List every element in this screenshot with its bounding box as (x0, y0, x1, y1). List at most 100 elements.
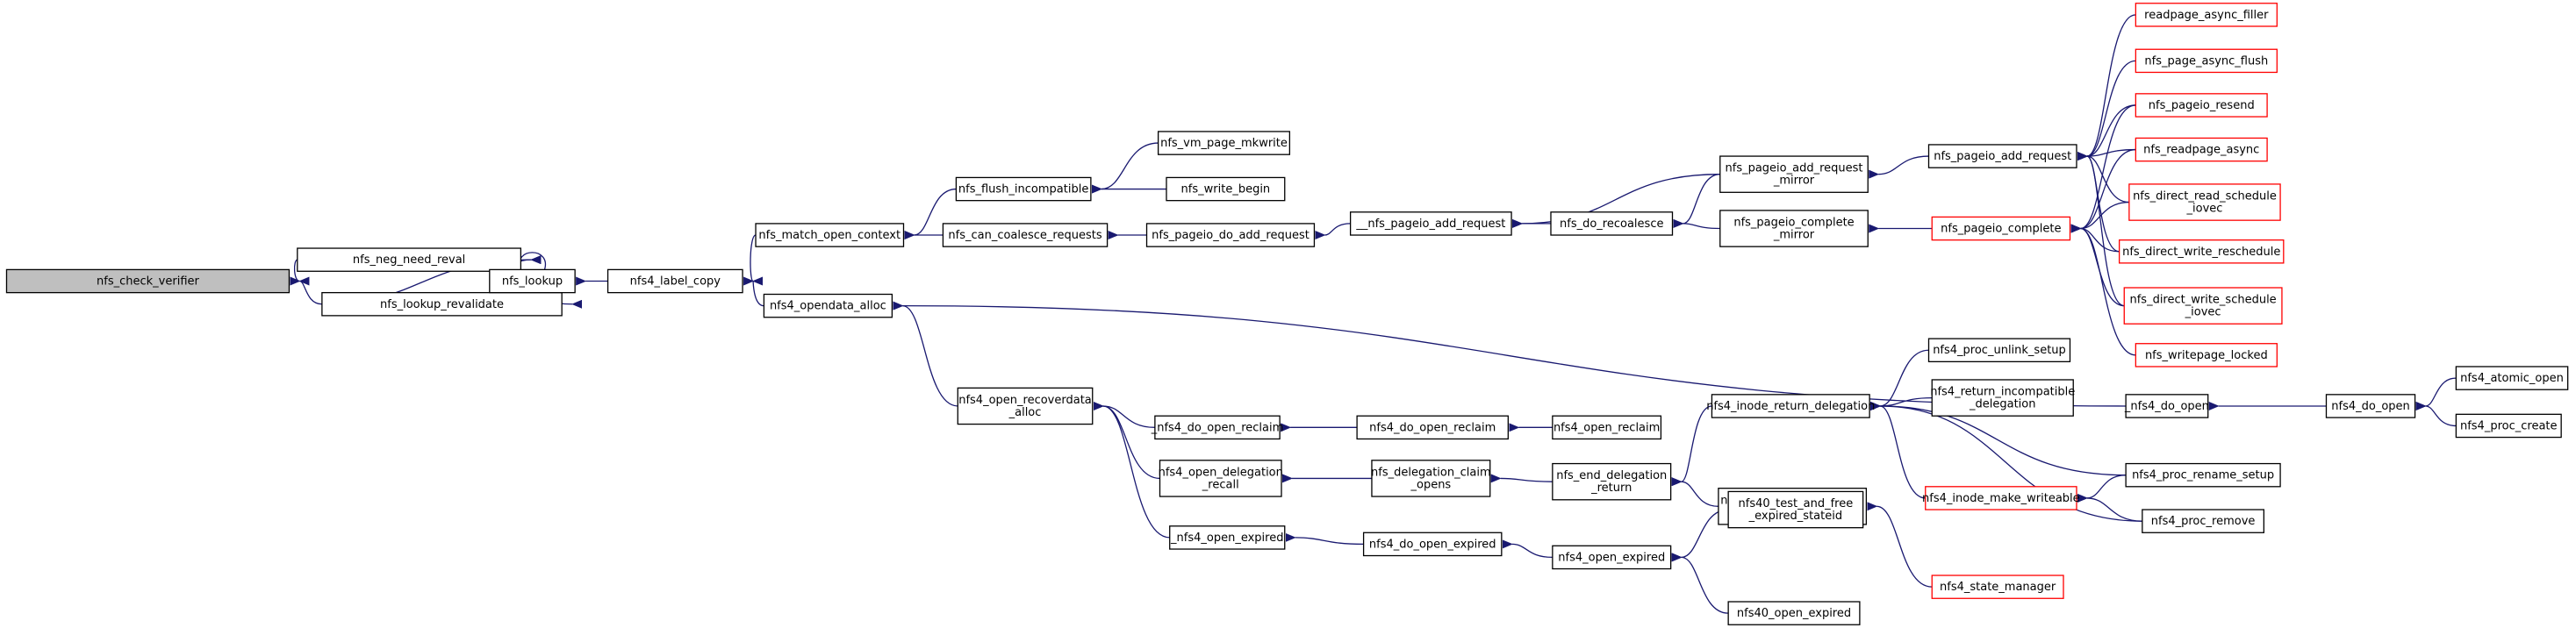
node-box (1157, 131, 1291, 155)
node-nfs4-proc-unlink-setup[interactable]: nfs4_proc_unlink_setup (1927, 338, 2071, 363)
node-nfs4-do-open-expired[interactable]: nfs4_do_open_expired (1362, 532, 1503, 557)
node-nfs-lookup[interactable]: nfs_lookup (489, 268, 576, 294)
node-nfs4-open-recoverdata-alloc[interactable]: nfs4_open_recoverdata_alloc (957, 387, 1094, 425)
node-box (1925, 486, 2077, 510)
node-nfs4-inode-return-delegation[interactable]: nfs4_inode_return_delegation (1706, 394, 1875, 418)
node-label: _iovec (2186, 203, 2223, 216)
node-nfs-direct-read-schedule-iovec[interactable]: nfs_direct_read_schedule_iovec (2128, 183, 2281, 221)
node-label: nfs_pageio_add_request (1726, 162, 1863, 175)
node-label: nfs4_label_copy (630, 275, 721, 289)
edge-n16-to-n14 (1673, 218, 1720, 230)
node-nfs4-proc-remove[interactable]: nfs4_proc_remove (2142, 509, 2265, 533)
node-readpage-async-filler[interactable]: readpage_async_filler (2135, 3, 2278, 27)
node-nfs4-return-incompatible-delegation[interactable]: nfs4_return_incompatible_delegation (1930, 379, 2075, 417)
edge-n36-to-n34 (1671, 477, 1719, 507)
node-box (2118, 239, 2285, 264)
node-label: nfs_can_coalesce_requests (948, 229, 1101, 242)
node-box (957, 387, 1094, 425)
edge-n35-to-n34 (1671, 405, 1712, 487)
node-label: nfs4_state_manager (1940, 581, 2056, 594)
node-nfs-direct-write-schedule-iovec[interactable]: nfs_direct_write_schedule_iovec (2123, 287, 2283, 325)
node-label: nfs40_open_expired (1737, 607, 1851, 620)
node-label: nfs4_do_open_reclaim (1369, 421, 1496, 434)
node-nfs40-test-and-free-expired-stateid[interactable]: nfs40_test_and_free_expired_stateid (1727, 490, 1864, 529)
edge-n25-to-n17 (2077, 151, 2125, 307)
node-label: nfs_pageio_complete (1941, 223, 2061, 236)
node-nfs4-atomic-open[interactable]: nfs4_atomic_open (2455, 366, 2569, 390)
node-nfs40-open-expired[interactable]: nfs40_open_expired (1727, 601, 1861, 625)
edge-n13-to-n12 (1315, 223, 1351, 240)
node-label: nfs_pageio_do_add_request (1152, 229, 1310, 242)
node-nfs-write-begin[interactable]: nfs_write_begin (1166, 176, 1286, 202)
edge-n49-to-n35 (1870, 401, 2127, 476)
node-nfs4-open-expired[interactable]: nfs4_open_expired (1552, 545, 1672, 570)
node-label: _nfs4_open_expired (1170, 532, 1283, 545)
node-box (1552, 545, 1672, 570)
node-nfs-flush-incompatible[interactable]: nfs_flush_incompatible (955, 176, 1092, 202)
edge-n10-to-n8 (1091, 142, 1159, 194)
node-label: nfs_flush_incompatible (958, 183, 1088, 196)
node-nfs-delegation-claim-opens[interactable]: nfs_delegation_claim_opens (1371, 460, 1491, 497)
node-box (955, 176, 1092, 202)
node-nfs4-label-copy[interactable]: nfs4_label_copy (606, 268, 743, 294)
node-box (1159, 460, 1282, 497)
node-nfs-end-delegation-return[interactable]: nfs_end_delegation_return (1552, 462, 1672, 501)
node-nfs-pageio-complete-mirror[interactable]: nfs_pageio_complete_mirror (1719, 210, 1869, 247)
node-label: _return (1590, 482, 1632, 495)
node-nfs-pageio-add-request[interactable]: __nfs_pageio_add_request (1349, 211, 1512, 236)
node-nfs-can-coalesce-requests[interactable]: nfs_can_coalesce_requests (942, 223, 1109, 247)
node-nfs4-state-manager[interactable]: nfs4_state_manager (1931, 574, 2064, 599)
node-nfs4-proc-rename-setup[interactable]: nfs4_proc_rename_setup (2125, 462, 2281, 488)
node-label: nfs4_do_open (2331, 400, 2410, 413)
node-box (321, 291, 563, 317)
node-label: __nfs_pageio_add_request (1355, 218, 1505, 231)
edge-n34-to-n33 (1490, 474, 1553, 483)
node-nfs-match-open-context[interactable]: nfs_match_open_context (755, 223, 905, 247)
node-nfs-writepage-locked[interactable]: nfs_writepage_locked (2135, 343, 2278, 368)
node-nfs4-inode-make-writeable[interactable]: nfs4_inode_make_writeable (1922, 486, 2080, 510)
node-nfs-direct-write-reschedule[interactable]: nfs_direct_write_reschedule (2118, 239, 2285, 264)
node-label: nfs4_open_delegation (1159, 466, 1283, 479)
node-nfs4-open-expired[interactable]: _nfs4_open_expired (1169, 525, 1286, 550)
node-nfs-vm-page-mkwrite[interactable]: nfs_vm_page_mkwrite (1157, 131, 1291, 155)
node-label: nfs_readpage_async (2143, 144, 2259, 157)
node-nfs4-do-open-reclaim[interactable]: nfs4_do_open_reclaim (1356, 415, 1509, 440)
node-box (1550, 211, 1674, 236)
node-nfs4-open-delegation-recall[interactable]: nfs4_open_delegation_recall (1159, 460, 1283, 497)
node-nfs4-do-open[interactable]: nfs4_do_open (2325, 394, 2416, 418)
node-nfs-pageio-resend[interactable]: nfs_pageio_resend (2135, 93, 2268, 118)
node-nfs-readpage-async[interactable]: nfs_readpage_async (2135, 137, 2268, 162)
node-nfs-lookup-revalidate[interactable]: nfs_lookup_revalidate (321, 291, 563, 317)
node-nfs-pageio-complete[interactable]: nfs_pageio_complete (1931, 216, 2071, 241)
node-box (763, 293, 893, 318)
node-box (755, 223, 905, 247)
edge-n28-to-n27 (1093, 401, 1155, 428)
node-label: _nfs4_do_open_reclaim (1151, 421, 1284, 434)
edge-n50-to-n44 (2077, 493, 2142, 522)
node-nfs4-do-open-reclaim[interactable]: _nfs4_do_open_reclaim (1151, 415, 1284, 440)
node-box (2455, 413, 2562, 439)
node-nfs-check-verifier[interactable]: nfs_check_verifier (5, 268, 291, 294)
node-label: nfs4_open_expired (1558, 551, 1665, 564)
node-box (1169, 525, 1286, 550)
node-nfs4-do-open[interactable]: _nfs4_do_open (2124, 394, 2209, 418)
edge-n17-to-n15 (1869, 155, 1929, 179)
node-box (2125, 394, 2209, 418)
edge-n45-to-n7 (893, 301, 2127, 407)
node-nfs-neg-need-reval[interactable]: nfs_neg_need_reval (297, 247, 522, 272)
node-label: nfs4_opendata_alloc (770, 300, 886, 313)
node-nfs4-open-reclaim[interactable]: nfs4_open_reclaim (1552, 415, 1662, 440)
node-label: nfs4_atomic_open (2460, 372, 2564, 385)
edge-n48-to-n46 (2415, 401, 2457, 427)
node-nfs-page-async-flush[interactable]: nfs_page_async_flush (2135, 48, 2278, 74)
node-nfs-pageio-add-request-mirror[interactable]: nfs_pageio_add_request_mirror (1719, 155, 1869, 193)
node-nfs4-proc-create[interactable]: nfs4_proc_create (2455, 413, 2562, 439)
node-nfs-pageio-do-add-request[interactable]: nfs_pageio_do_add_request (1145, 223, 1316, 247)
node-box (1154, 415, 1281, 440)
node-nfs-pageio-add-request[interactable]: nfs_pageio_add_request (1927, 144, 2077, 168)
node-box (2135, 137, 2268, 162)
node-box (1927, 144, 2077, 168)
node-nfs4-opendata-alloc[interactable]: nfs4_opendata_alloc (763, 293, 893, 318)
node-nfs-do-recoalesce[interactable]: nfs_do_recoalesce (1550, 211, 1674, 236)
